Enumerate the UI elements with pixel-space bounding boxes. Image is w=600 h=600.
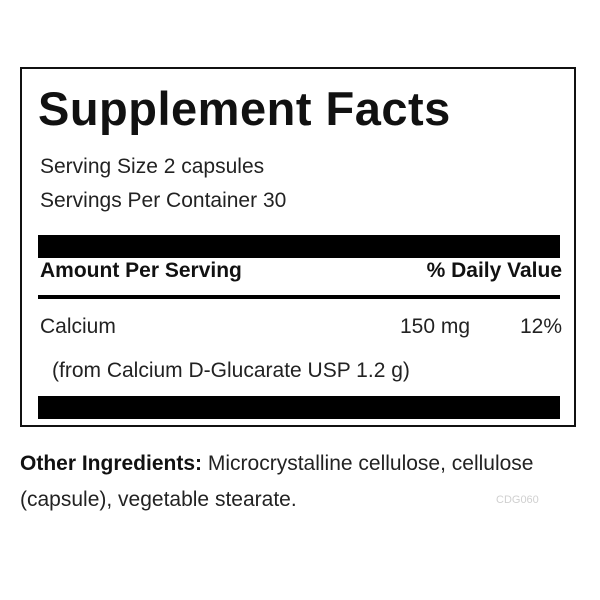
divider-thick-top xyxy=(38,235,560,258)
daily-value-header: % Daily Value xyxy=(426,259,562,282)
nutrient-daily-value: 12% xyxy=(519,315,562,338)
nutrient-source: (from Calcium D-Glucarate USP 1.2 g) xyxy=(52,359,410,382)
other-ingredients-text: Microcrystalline cellulose, cellulose (c… xyxy=(20,452,534,511)
panel-title: Supplement Facts xyxy=(38,82,451,135)
amount-per-serving-header: Amount Per Serving xyxy=(40,259,242,282)
servings-per-container: Servings Per Container 30 xyxy=(40,189,287,212)
supplement-facts-panel: Supplement Facts Serving Size 2 capsules… xyxy=(20,67,576,427)
divider-thin xyxy=(38,295,560,299)
serving-size: Serving Size 2 capsules xyxy=(40,155,265,178)
other-ingredients-label: Other Ingredients: xyxy=(20,452,203,475)
divider-thick-bottom xyxy=(38,396,560,419)
other-ingredients: Other Ingredients: Microcrystalline cell… xyxy=(20,446,580,518)
nutrient-name: Calcium xyxy=(40,315,116,338)
product-code: CDG060 xyxy=(496,494,539,506)
nutrient-amount: 150 mg xyxy=(400,315,471,338)
